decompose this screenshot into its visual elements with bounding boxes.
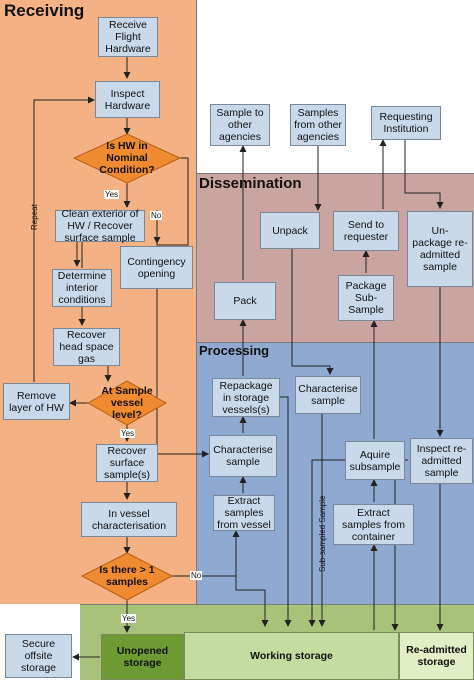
node-clean-exterior: Clean exterior of HW / Recover surface s… <box>55 208 145 244</box>
edge-contingency-characterise <box>156 289 209 458</box>
decision-hw-nominal <box>72 133 182 184</box>
node-characterise-sample-right: Characterise sample <box>295 376 361 414</box>
edge-label-sub-sampled: Sub-sampled Sample <box>318 495 327 572</box>
storage-unopened: Unopened storage <box>101 634 184 680</box>
edge-extract-working <box>235 531 269 627</box>
storage-readmitted: Re-admitted storage <box>399 632 474 680</box>
edge-decision-contingency <box>156 157 189 246</box>
node-determine-interior: Determine interior conditions <box>52 269 112 307</box>
edge-decision-extract <box>172 530 240 577</box>
node-unpackage-readmitted: Un- package re- admitted sample <box>407 211 473 287</box>
edge-label-no-1: No <box>150 211 163 220</box>
edge-label-yes-3: Yes <box>121 614 137 623</box>
node-samples-from-other-agencies: Samples from other agencies <box>290 104 346 146</box>
edge-subsampled <box>308 459 345 627</box>
decision-sample-vessel-level <box>86 380 168 426</box>
node-inspect-readmitted: Inspect re- admitted sample <box>410 438 473 484</box>
node-characterise-sample-left: Characterise sample <box>209 435 277 477</box>
processing-title: Processing <box>199 343 270 358</box>
node-pack: Pack <box>214 282 276 320</box>
edge-remove-repeat <box>33 96 95 382</box>
node-receive-flight-hardware: Receive Flight Hardware <box>98 17 158 57</box>
edge-inspect-working <box>391 459 408 631</box>
receiving-title: Receiving <box>4 1 85 20</box>
node-aquire-subsample: Aquire subsample <box>345 441 405 480</box>
edge-label-yes-2: Yes <box>120 429 136 438</box>
node-inspect-hardware: Inspect Hardware <box>95 81 160 118</box>
edge-label-yes-1: Yes <box>104 190 120 199</box>
node-extract-samples-from-container: Extract samples from container <box>333 504 414 545</box>
node-remove-layer: Remove layer of HW <box>3 383 70 420</box>
dissemination-title: Dissemination <box>199 175 302 192</box>
edge-requesting-ladder <box>404 140 444 209</box>
node-in-vessel-characterisation: In vessel characterisation <box>81 502 177 537</box>
node-secure-offsite-storage: Secure offsite storage <box>5 634 72 678</box>
node-repackage-storage-vessels: Repackage in storage vessels(s) <box>212 378 280 417</box>
node-send-to-requester: Send to requester <box>333 211 399 251</box>
node-requesting-institution: Requesting Institution <box>371 106 441 140</box>
edge-label-no-3: No <box>190 571 203 580</box>
node-unpack: Unpack <box>260 212 320 249</box>
node-package-subsample: Package Sub- Sample <box>338 275 394 321</box>
node-recover-surface-samples: Recover surface sample(s) <box>96 444 158 482</box>
node-recover-head-space-gas: Recover head space gas <box>53 328 120 366</box>
decision-more-than-one <box>80 552 174 601</box>
edge-label-repeat: Repeat <box>30 204 39 230</box>
edge-unpack-characterise <box>291 249 334 375</box>
node-extract-samples-from-vessel: Extract samples from vessel <box>213 495 275 531</box>
storage-working: Working storage <box>184 632 399 680</box>
node-sample-to-other-agencies: Sample to other agencies <box>210 104 270 146</box>
node-contingency-opening: Contingency opening <box>120 246 193 289</box>
edge-repackage-working <box>280 396 292 627</box>
